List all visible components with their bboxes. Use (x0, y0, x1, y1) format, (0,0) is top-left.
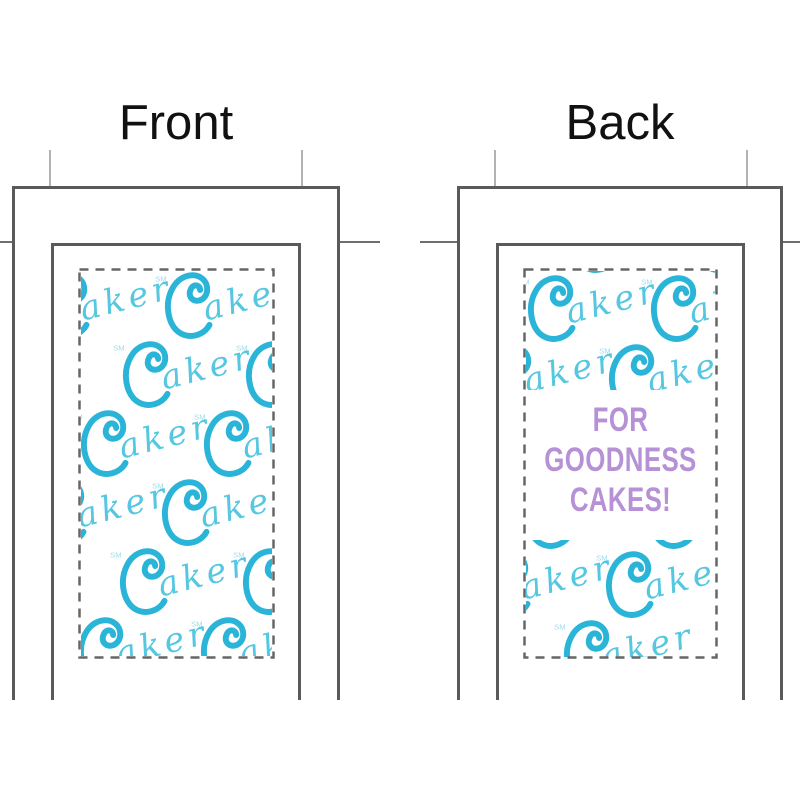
back-bleed-dashed-border (523, 268, 718, 659)
front-panel-label: Front (118, 96, 234, 150)
back-outer-dieline (457, 186, 783, 700)
back-print-area (523, 268, 718, 659)
front-bleed-dashed-border (78, 268, 275, 659)
back-inner-dieline (496, 243, 745, 700)
front-outer-dieline (12, 186, 340, 700)
back-message: FOR GOODNESS CAKES! (496, 400, 745, 520)
front-print-area (78, 268, 275, 659)
crop-mark-front-left (49, 150, 51, 186)
front-inner-dieline (51, 243, 301, 700)
fold-mark-back-outer-right (783, 241, 800, 243)
fold-mark-front-outer-left (0, 241, 12, 243)
crop-mark-back-right (746, 150, 748, 186)
crop-mark-back-left (494, 150, 496, 186)
fold-mark-front-outer-right (340, 241, 380, 243)
front-pattern-band (29, 199, 420, 681)
back-panel-label: Back (565, 96, 675, 150)
crop-mark-front-right (301, 150, 303, 186)
back-message-line-2: GOODNESS (544, 441, 697, 479)
back-message-line-1: FOR (592, 401, 649, 439)
back-message-line-3: CAKES! (569, 481, 672, 519)
fold-mark-back-outer-left (420, 241, 457, 243)
